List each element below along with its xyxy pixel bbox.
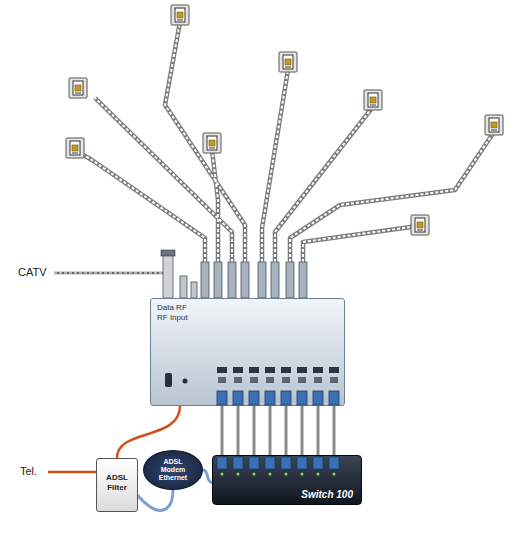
distribution-hub: Data RFRF Input — [150, 298, 345, 406]
node-text: ADSL Filter — [100, 473, 134, 493]
wall-outlets — [66, 5, 503, 235]
catv-line-stripe — [54, 273, 163, 274]
telephone-line — [48, 471, 96, 474]
port-led — [333, 473, 336, 476]
port-led — [269, 473, 272, 476]
port-plug — [217, 391, 227, 405]
power-switch — [165, 373, 172, 387]
node-text: RF Input — [157, 313, 338, 323]
port-label — [297, 367, 307, 373]
port-led — [298, 377, 306, 383]
cable-stripes — [78, 22, 494, 262]
port-led — [234, 377, 242, 383]
port-led — [314, 377, 322, 383]
port-led — [330, 377, 338, 383]
node-text: Data RF — [157, 303, 338, 313]
port-plug — [233, 391, 243, 405]
cable-connector — [269, 406, 272, 455]
port-label — [329, 367, 339, 373]
port-led — [282, 377, 290, 383]
cable-connector — [253, 406, 256, 455]
port-plug — [329, 391, 339, 405]
port-label — [233, 367, 243, 373]
coax-cables — [78, 22, 494, 262]
port-led — [221, 473, 224, 476]
port-led — [285, 473, 288, 476]
telephone-label: Tel. — [20, 465, 37, 477]
port-led — [237, 473, 240, 476]
text-group: Switch 100 — [301, 489, 353, 500]
catv-line — [54, 272, 163, 275]
port-label — [281, 367, 291, 373]
port-plug — [217, 457, 227, 469]
node-text: ADSL Modem Ethernet — [151, 458, 195, 482]
port-label — [217, 367, 227, 373]
port-label — [265, 367, 275, 373]
cable-connector — [301, 406, 304, 455]
port-plug — [329, 457, 339, 469]
cable-connector — [333, 406, 336, 455]
port-label — [313, 367, 323, 373]
text-group: ADSL Modem Ethernet — [151, 458, 195, 482]
port-plug — [265, 457, 275, 469]
node-text: Switch 100 — [301, 489, 353, 500]
cable-connector — [317, 406, 320, 455]
cable-connector — [138, 490, 173, 510]
cable-connector — [203, 470, 212, 483]
port-led — [250, 377, 258, 383]
port-plug — [265, 391, 275, 405]
port-plug — [297, 391, 307, 405]
port-plug — [281, 391, 291, 405]
port-label — [249, 367, 259, 373]
port-led — [266, 377, 274, 383]
port-led — [317, 473, 320, 476]
cable-connector — [221, 406, 224, 455]
cable-connector — [285, 406, 288, 455]
port-plug — [249, 457, 259, 469]
port-plug — [281, 457, 291, 469]
adsl-modem: ADSL Modem Ethernet — [143, 450, 203, 490]
hub-top-connectors — [201, 262, 307, 298]
port-plug — [313, 391, 323, 405]
port-plug — [233, 457, 243, 469]
port-led — [253, 473, 256, 476]
power-led — [183, 379, 188, 384]
port-plug — [297, 457, 307, 469]
port-led — [301, 473, 304, 476]
cable-connector — [237, 406, 240, 455]
port-led — [218, 377, 226, 383]
port-plug — [313, 457, 323, 469]
adsl-filter: ADSL Filter — [96, 458, 138, 512]
port-plug — [249, 391, 259, 405]
cable-tv-label: CATV — [18, 266, 47, 278]
catv-connector — [161, 250, 197, 298]
ethernet-switch: Switch 100 — [212, 455, 362, 505]
